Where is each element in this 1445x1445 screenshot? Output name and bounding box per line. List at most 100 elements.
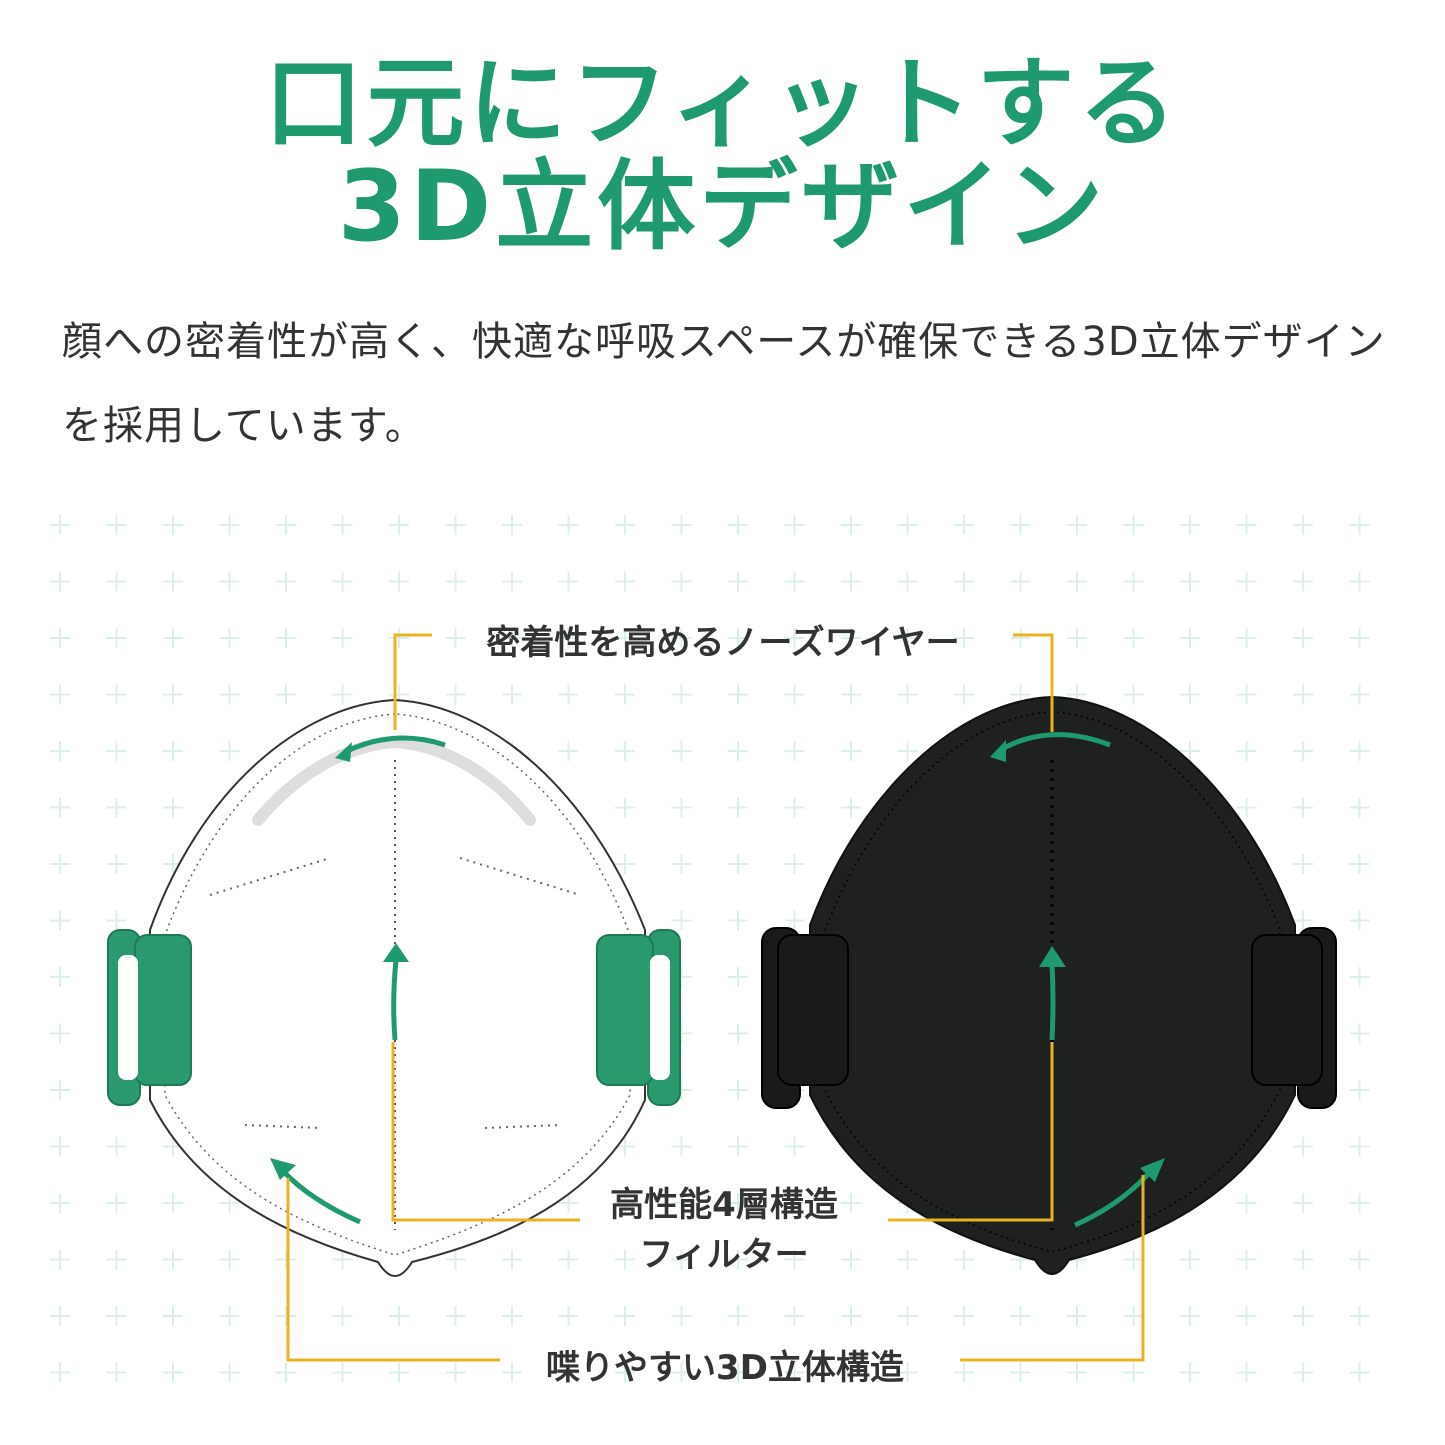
grid-cross <box>163 1362 183 1383</box>
grid-cross <box>558 515 579 535</box>
grid-cross <box>445 515 466 535</box>
grid-cross <box>841 571 861 592</box>
grid-cross <box>276 628 296 648</box>
grid-cross <box>784 515 805 535</box>
grid-cross <box>50 1362 70 1383</box>
grid-cross <box>1293 797 1313 818</box>
grid-cross <box>671 1362 692 1383</box>
grid-cross <box>1010 1306 1031 1326</box>
grid-cross <box>1349 571 1370 592</box>
grid-cross <box>1067 571 1087 592</box>
grid-cross <box>1293 628 1313 648</box>
grid-cross <box>558 628 579 648</box>
grid-cross <box>1180 515 1200 535</box>
grid-cross <box>1067 515 1087 535</box>
grid-cross <box>1236 1306 1257 1326</box>
grid-cross <box>1293 515 1313 535</box>
grid-cross <box>1010 1362 1031 1383</box>
grid-cross <box>615 571 635 592</box>
grid-cross <box>219 1249 240 1270</box>
grid-cross <box>106 1249 127 1270</box>
grid-cross <box>106 1136 127 1157</box>
grid-cross <box>106 910 127 931</box>
grid-cross <box>728 1362 748 1383</box>
grid-cross <box>502 571 522 592</box>
grid-cross <box>1349 1249 1370 1270</box>
grid-cross <box>615 1306 635 1326</box>
grid-cross <box>615 854 635 874</box>
grid-cross <box>671 741 692 761</box>
label-filter-line1: 高性能4層構造 <box>610 1185 838 1225</box>
grid-cross <box>50 1023 70 1044</box>
grid-cross <box>1123 1249 1144 1270</box>
grid-cross <box>728 741 748 761</box>
grid-cross <box>841 741 861 761</box>
grid-cross <box>1293 1306 1313 1326</box>
grid-cross <box>1349 967 1370 987</box>
grid-cross <box>1010 515 1031 535</box>
grid-cross <box>445 1306 466 1326</box>
grid-cross <box>1180 1249 1200 1270</box>
grid-cross <box>897 1362 918 1383</box>
grid-cross <box>445 628 466 648</box>
grid-cross <box>897 1249 918 1270</box>
grid-cross <box>615 628 635 648</box>
label-3d-structure: 喋りやすい3D立体構造 <box>546 1348 904 1388</box>
grid-cross <box>1180 571 1200 592</box>
grid-cross <box>332 571 353 592</box>
grid-cross <box>106 854 127 874</box>
grid-cross <box>671 797 692 818</box>
grid-cross <box>784 1193 805 1213</box>
grid-cross <box>332 684 353 705</box>
grid-cross <box>1349 910 1370 931</box>
grid-cross <box>728 1193 748 1213</box>
grid-cross <box>954 571 974 592</box>
grid-cross <box>728 628 748 648</box>
grid-cross <box>50 797 70 818</box>
grid-cross <box>163 1193 183 1213</box>
grid-cross <box>219 1193 240 1213</box>
grid-cross <box>954 1362 974 1383</box>
grid-cross <box>1236 515 1257 535</box>
grid-cross <box>1180 628 1200 648</box>
grid-cross <box>728 515 748 535</box>
grid-cross <box>1349 515 1370 535</box>
grid-cross <box>1180 741 1200 761</box>
grid-cross <box>615 1362 635 1383</box>
grid-cross <box>106 1362 127 1383</box>
grid-cross <box>1236 1249 1257 1270</box>
grid-cross <box>106 571 127 592</box>
grid-cross <box>671 1249 692 1270</box>
grid-cross <box>1236 1362 1257 1383</box>
grid-cross <box>728 1306 748 1326</box>
grid-cross <box>106 515 127 535</box>
arrow-icon <box>383 943 409 962</box>
grid-cross <box>954 1306 974 1326</box>
grid-cross <box>1123 515 1144 535</box>
grid-cross <box>1349 741 1370 761</box>
grid-cross <box>276 515 296 535</box>
grid-cross <box>671 910 692 931</box>
grid-cross <box>50 684 70 705</box>
grid-cross <box>558 741 579 761</box>
grid-cross <box>1123 628 1144 648</box>
grid-cross <box>219 1362 240 1383</box>
grid-cross <box>332 1362 353 1383</box>
grid-cross <box>1293 1136 1313 1157</box>
description: 顔への密着性が高く、快適な呼吸スペースが確保できる3D立体デザインを採用していま… <box>62 319 1386 449</box>
grid-cross <box>558 571 579 592</box>
grid-cross <box>1293 1193 1313 1213</box>
grid-cross <box>502 684 522 705</box>
grid-cross <box>50 910 70 931</box>
grid-cross <box>389 515 409 535</box>
grid-cross <box>615 1193 635 1213</box>
grid-cross <box>558 1193 579 1213</box>
grid-cross <box>445 1362 466 1383</box>
grid-cross <box>1236 684 1257 705</box>
grid-cross <box>50 1249 70 1270</box>
grid-cross <box>1349 628 1370 648</box>
grid-cross <box>784 1306 805 1326</box>
grid-cross <box>163 515 183 535</box>
grid-cross <box>1349 1136 1370 1157</box>
grid-cross <box>784 741 805 761</box>
